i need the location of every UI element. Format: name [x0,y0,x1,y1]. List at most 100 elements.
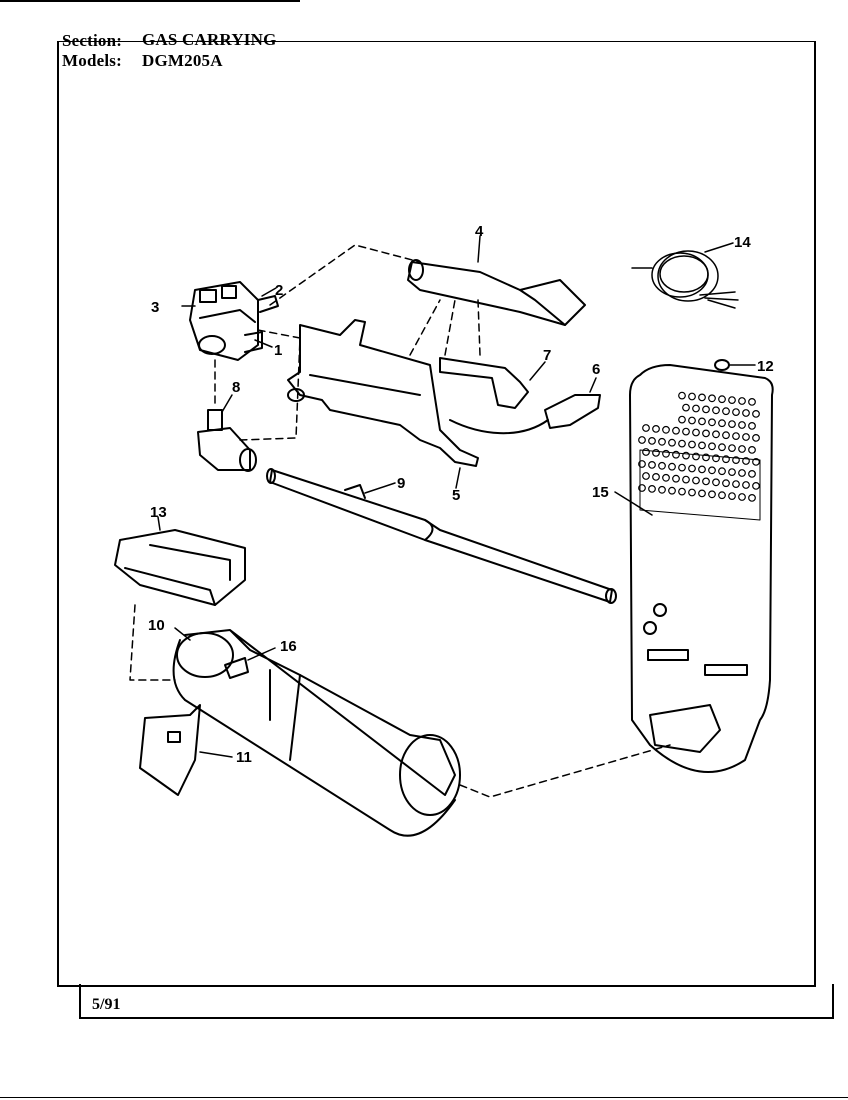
perforation-hole [742,457,750,465]
burner-tube-part [266,468,617,604]
flame-sensor-part [114,516,246,606]
perforation-hole [752,434,760,442]
perforation-hole [678,391,686,400]
callout-15: 15 [592,484,609,501]
section-label: Section: [62,31,123,50]
perforation-hole [702,405,710,414]
perforation-hole [658,437,666,446]
perforation-hole [652,473,660,481]
perforation-hole [748,470,756,478]
perforation-hole [732,480,740,489]
perforation-hole [722,455,730,464]
heater-housing-part [614,364,774,773]
perforation-hole [698,393,706,402]
perforation-hole [748,446,756,454]
perforation-hole [692,404,700,413]
perforation-hole [638,484,646,492]
perforation-hole [648,485,656,493]
perforation-hole [708,466,716,475]
callout-2: 2 [275,282,283,299]
perforation-hole [712,454,720,463]
perforation-hole [662,425,670,434]
perforation-hole [712,430,720,439]
perforation-hole [642,424,650,432]
perforation-hole [732,432,740,441]
bottom-edge-line [0,1097,848,1098]
callout-7: 7 [543,347,551,364]
combustion-chamber-part [172,627,461,837]
perforation-hole [692,452,700,461]
callout-3: 3 [151,299,159,316]
ignitor-part [449,377,601,435]
perforation-hole [718,491,726,500]
perforation-hole [658,485,666,494]
perforation-hole [648,437,656,445]
revision-date: 5/91 [92,996,121,1013]
perforation-hole [678,463,686,472]
perforation-hole [728,420,736,429]
support-bracket-part [139,704,233,796]
callout-16: 16 [280,638,297,655]
perforation-hole [642,448,650,456]
perforation-hole [688,440,696,449]
perforation-hole [698,489,706,498]
perforation-hole [662,473,670,482]
perforation-hole [722,431,730,440]
perforation-hole [728,492,736,501]
assembly-dashed-lines [129,244,671,798]
callout-6: 6 [592,361,600,378]
perforation-hole [702,453,710,462]
perforation-hole [748,422,756,430]
perforation-hole [668,438,676,447]
perforation-hole [742,409,750,417]
perforation-hole [752,482,760,490]
perforation-hole [718,395,726,404]
perforation-hole [678,487,686,496]
perforation-hole [708,490,716,499]
perforation-hole [642,472,650,480]
models-value: DGM205A [142,51,223,70]
perforation-hole [688,488,696,497]
perforation-hole [682,427,690,436]
perforation-hole [738,397,746,405]
diagram-frame [57,41,816,987]
perforation-hole [688,392,696,401]
perforation-hole [698,417,706,426]
callout-8: 8 [232,379,240,396]
perforation-hole [742,481,750,489]
callout-14: 14 [734,234,751,251]
perforation-hole [738,445,746,453]
top-edge-line [0,0,300,6]
perforation-hole [662,449,670,458]
ignitor-bracket-part [407,235,586,326]
perforation-hole [728,468,736,477]
perforation-hole [672,450,680,459]
perforation-hole [658,461,666,470]
perforation-hole [678,415,686,424]
perforation-hole [672,426,680,435]
perforation-hole [708,442,716,451]
callout-11: 11 [236,749,252,766]
models-label: Models: [62,51,122,70]
perforation-hole [732,408,740,417]
perforation-hole [742,433,750,441]
perforation-hole [688,464,696,473]
perforation-hole [698,441,706,450]
perforation-hole [682,475,690,484]
orifice-elbow-part [197,394,257,472]
perforation-hole [712,406,720,415]
perforation-hole [722,479,730,488]
callout-12: 12 [757,358,774,375]
screw-part [714,359,756,371]
perforation-hole [718,467,726,476]
perforation-hole [722,407,730,416]
perforation-hole [752,410,760,418]
section-value: GAS CARRYING [142,30,277,49]
gas-valve-part [181,281,279,361]
perforation-hole [708,418,716,427]
perforation-hole [692,476,700,485]
perforation-hole [712,478,720,487]
perforation-hole [728,396,736,405]
perforation-hole [698,465,706,474]
